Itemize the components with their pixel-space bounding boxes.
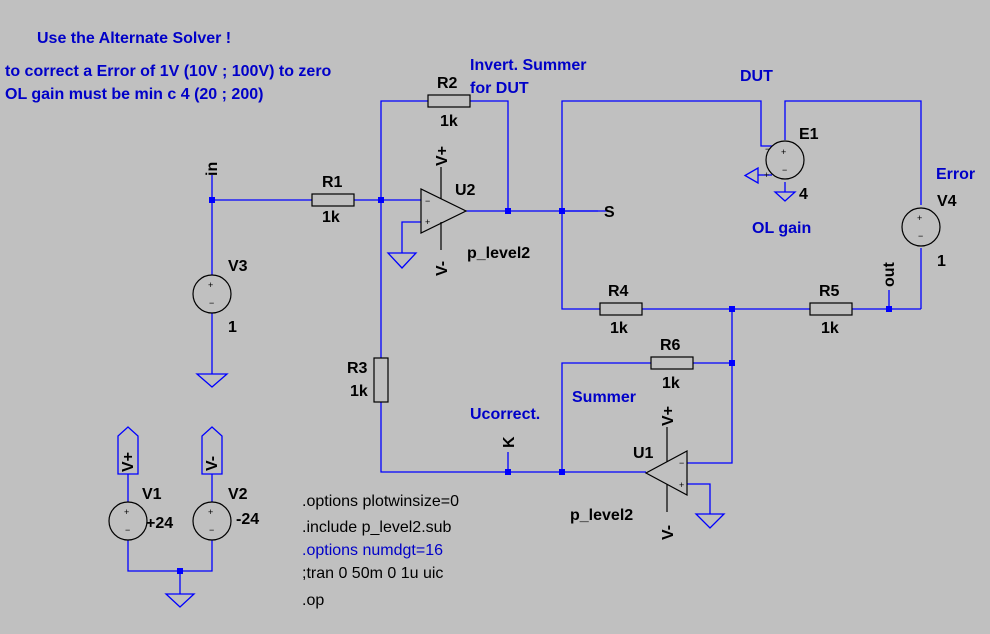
resistor-r6[interactable]: R6 1k: [650, 337, 694, 392]
resistor-r5[interactable]: R5 1k: [809, 283, 853, 337]
net-label-in: in: [204, 162, 221, 176]
net-label-k: K: [501, 436, 518, 448]
directive-4: ;tran 0 50m 0 1u uic: [302, 565, 443, 582]
r1-value: 1k: [322, 209, 340, 226]
u2-model: p_level2: [467, 245, 530, 262]
net-label-out: out: [881, 261, 898, 287]
comment-summer-dut-2: for DUT: [470, 80, 529, 97]
svg-text:−: −: [918, 231, 923, 241]
svg-text:V-: V-: [204, 456, 221, 471]
opamp-u2[interactable]: − + U2 p_level2 V+ V-: [420, 146, 530, 276]
r4-name: R4: [608, 283, 629, 300]
resistor-r2[interactable]: R2 1k: [427, 75, 471, 130]
r2-name: R2: [437, 75, 458, 92]
comment-line2: OL gain must be min c 4 (20 ; 200): [5, 86, 263, 103]
net-label-s: S: [604, 204, 615, 221]
r1-name: R1: [322, 174, 343, 191]
r2-value: 1k: [440, 113, 458, 130]
svg-text:−: −: [425, 196, 430, 206]
directive-3: .options numdgt=16: [302, 542, 443, 559]
supply-flag-vminus: V-: [201, 426, 223, 475]
junction-dots: [177, 197, 892, 574]
supply-flag-vplus: V+: [117, 426, 139, 475]
voltage-source-v4[interactable]: + − V4 1: [901, 193, 957, 270]
directive-1: .options plotwinsize=0: [302, 493, 459, 510]
comment-summer-dut: Invert. Summer: [470, 57, 586, 74]
comment-dut: DUT: [740, 68, 773, 85]
r5-name: R5: [819, 283, 840, 300]
resistor-r1[interactable]: R1 1k: [311, 174, 355, 226]
svg-text:+: +: [781, 147, 786, 157]
voltage-source-v1[interactable]: + − V1 +24: [108, 486, 173, 541]
comment-ucorrect: Ucorrect.: [470, 406, 540, 423]
u2-vplus-label: V+: [434, 146, 451, 166]
resistor-r4[interactable]: R4 1k: [599, 283, 643, 337]
svg-text:+: +: [764, 170, 769, 180]
r4-value: 1k: [610, 320, 628, 337]
vcvs-e1[interactable]: + − − + E1 4: [743, 126, 819, 203]
svg-text:−: −: [209, 298, 214, 308]
e1-name: E1: [799, 126, 819, 143]
comment-error: Error: [936, 166, 975, 183]
u1-name: U1: [633, 445, 654, 462]
u2-name: U2: [455, 182, 476, 199]
spice-directives[interactable]: .options plotwinsize=0 .include p_level2…: [302, 493, 459, 609]
r6-value: 1k: [662, 375, 680, 392]
svg-text:+: +: [679, 480, 684, 490]
v4-value: 1: [937, 253, 946, 270]
r3-name: R3: [347, 360, 368, 377]
svg-text:+: +: [208, 507, 213, 517]
u1-vplus-label: V+: [660, 406, 677, 426]
svg-text:+: +: [208, 280, 213, 290]
v1-value: +24: [146, 515, 173, 532]
svg-text:V+: V+: [120, 452, 137, 472]
ground-symbols: [164, 252, 726, 608]
svg-text:−: −: [765, 144, 770, 154]
v2-name: V2: [228, 486, 248, 503]
voltage-source-v3[interactable]: + − V3 1: [192, 258, 248, 336]
svg-text:−: −: [679, 458, 684, 468]
v2-value: -24: [236, 511, 259, 528]
svg-text:+: +: [425, 217, 430, 227]
svg-text:−: −: [125, 525, 130, 535]
svg-text:−: −: [782, 165, 787, 175]
comment-summer: Summer: [572, 389, 636, 406]
svg-text:+: +: [124, 507, 129, 517]
directive-5: .op: [302, 592, 324, 609]
svg-text:−: −: [209, 525, 214, 535]
u2-vminus-label: V-: [434, 261, 451, 276]
comment-line1: to correct a Error of 1V (10V ; 100V) to…: [5, 63, 332, 80]
v3-value: 1: [228, 319, 237, 336]
v1-name: V1: [142, 486, 162, 503]
r6-name: R6: [660, 337, 681, 354]
r5-value: 1k: [821, 320, 839, 337]
directive-2: .include p_level2.sub: [302, 519, 452, 536]
r3-value: 1k: [350, 383, 368, 400]
opamp-u1[interactable]: − + U1 p_level2 V+ V-: [570, 406, 688, 540]
comment-ol-gain: OL gain: [752, 220, 811, 237]
v3-name: V3: [228, 258, 248, 275]
u1-vminus-label: V-: [660, 525, 677, 540]
voltage-source-v2[interactable]: + − V2 -24: [192, 486, 259, 541]
u1-model: p_level2: [570, 507, 633, 524]
resistor-r3[interactable]: R3 1k: [347, 357, 389, 403]
e1-value: 4: [799, 186, 808, 203]
comment-solver: Use the Alternate Solver !: [37, 30, 231, 47]
v4-name: V4: [937, 193, 957, 210]
svg-text:+: +: [917, 213, 922, 223]
